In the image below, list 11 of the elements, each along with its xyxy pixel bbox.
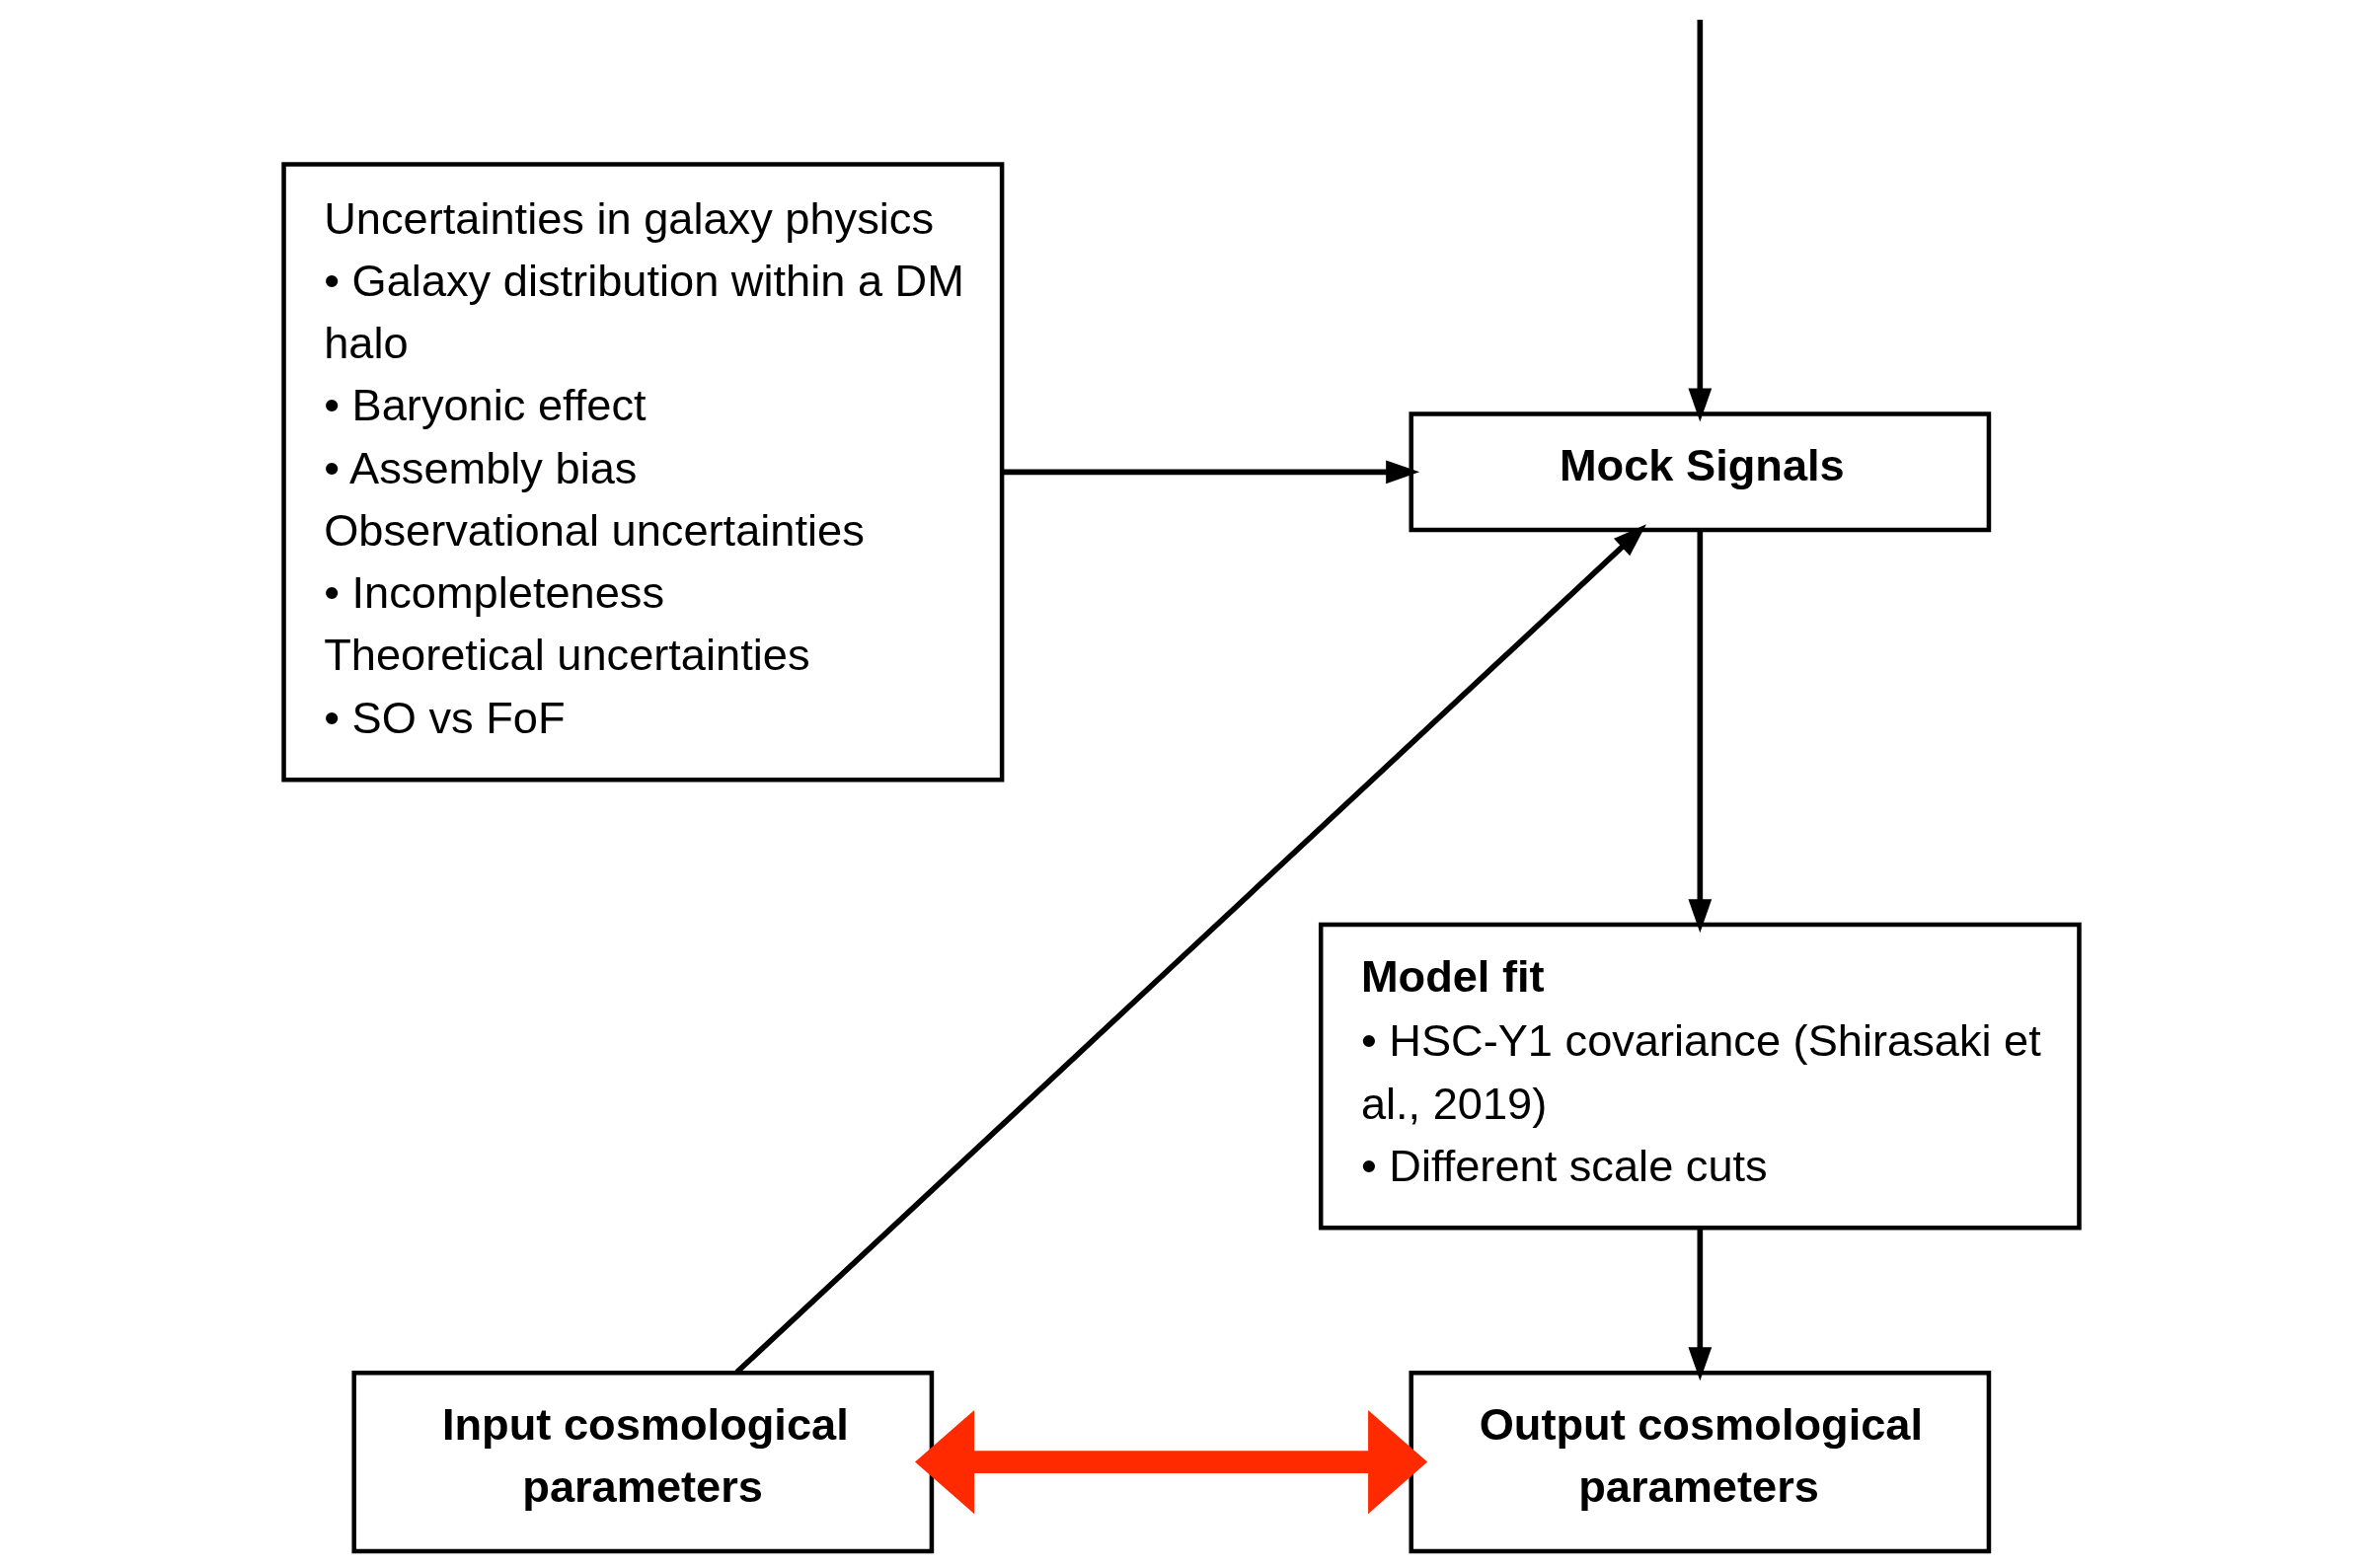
node-box: Output cosmological parameters	[1408, 1370, 1991, 1553]
node-box: Uncertainties in galaxy physics • Galaxy distribution within a DM halo • Baryonic effect • Assembly bias Observational uncertainties • Incompleteness Theoretical uncertainties • SO vs FoF	[280, 161, 1004, 782]
arrow	[734, 523, 1646, 1375]
node-box: Mock Signals	[1408, 411, 1991, 532]
arrow	[1687, 19, 1712, 422]
arrow	[1687, 1228, 1712, 1381]
node-box: Model fit • HSC-Y1 covariance (Shirasaki et al., 2019) • Different scale cuts	[1318, 922, 2082, 1231]
arrow	[1687, 530, 1712, 933]
arrow	[914, 1409, 1427, 1514]
node-box: Input cosmological parameters	[350, 1370, 934, 1553]
arrow	[1001, 459, 1419, 484]
